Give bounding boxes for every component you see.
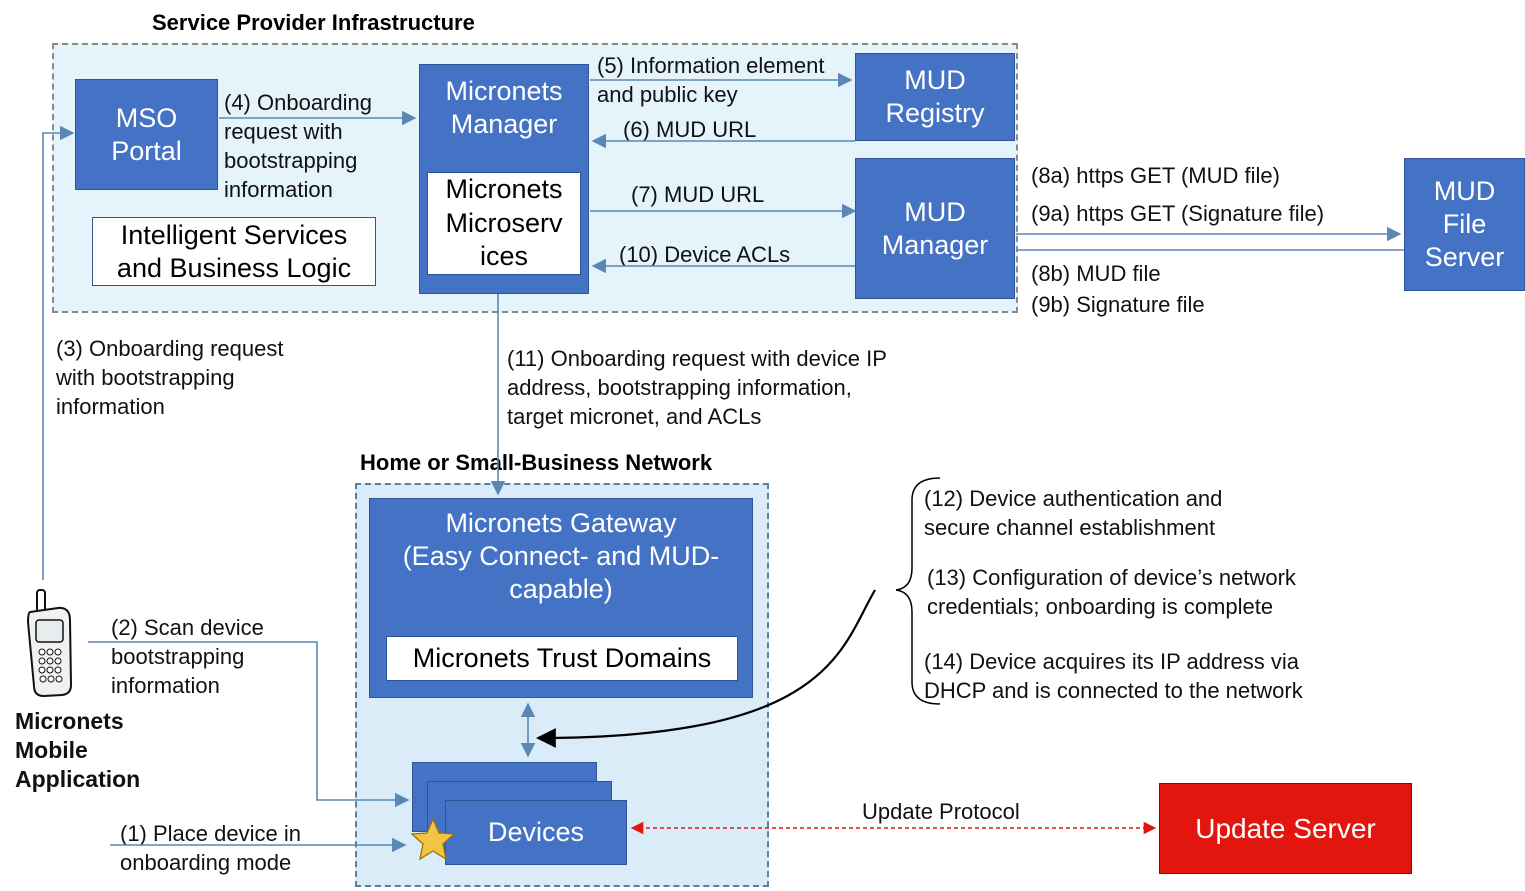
step5-label: (5) Information element and public key (597, 53, 825, 107)
mso-portal-box: MSO Portal (75, 79, 218, 190)
step9a-label: (9a) https GET (Signature file) (1031, 201, 1325, 226)
micronets-gateway-label: Micronets Gateway (Easy Connect- and MUD… (402, 508, 720, 604)
mobile-app-label: Micronets Mobile Application (15, 708, 141, 792)
step6-label: (6) MUD URL (623, 117, 757, 142)
step8a-label: (8a) https GET (MUD file) (1031, 163, 1280, 188)
step8b-label: (8b) MUD file (1031, 261, 1161, 286)
update-protocol-label: Update Protocol (862, 799, 1020, 824)
step4-label: (4) Onboarding request with bootstrappin… (224, 90, 372, 202)
step3-label: (3) Onboarding request with bootstrappin… (56, 336, 284, 419)
steps-curve-arrow (536, 589, 876, 748)
mud-file-server-box: MUD File Server (1404, 158, 1525, 291)
steps-brace (895, 477, 941, 705)
step7-label: (7) MUD URL (631, 182, 765, 207)
step1-label: (1) Place device in onboarding mode (120, 821, 301, 875)
mobile-phone-icon (26, 589, 73, 698)
mud-manager-box: MUD Manager (855, 158, 1015, 299)
update-server-box: Update Server (1159, 783, 1412, 874)
micronets-manager-label: Micronets Manager (445, 76, 563, 139)
home-network-title: Home or Small-Business Network (360, 450, 713, 475)
step14-label: (14) Device acquires its IP address via … (924, 649, 1303, 703)
step9b-label: (9b) Signature file (1031, 292, 1205, 317)
service-provider-title: Service Provider Infrastructure (152, 10, 475, 35)
step13-label: (13) Configuration of device’s network c… (927, 565, 1296, 619)
step3-arrow (42, 125, 75, 580)
star-icon (410, 817, 456, 861)
mud-registry-box: MUD Registry (855, 53, 1015, 141)
step2-label: (2) Scan device bootstrapping informatio… (111, 615, 264, 698)
devices-box: Devices (445, 800, 627, 865)
micronets-microservices-box: Micronets Microserv ices (427, 172, 581, 275)
step10-label: (10) Device ACLs (619, 242, 791, 267)
trust-domains-box: Micronets Trust Domains (386, 636, 738, 681)
intelligent-services-box: Intelligent Services and Business Logic (92, 217, 376, 286)
step12-label: (12) Device authentication and secure ch… (924, 486, 1223, 540)
step11-label: (11) Onboarding request with device IP a… (507, 346, 887, 429)
step2-arrow (88, 641, 410, 808)
